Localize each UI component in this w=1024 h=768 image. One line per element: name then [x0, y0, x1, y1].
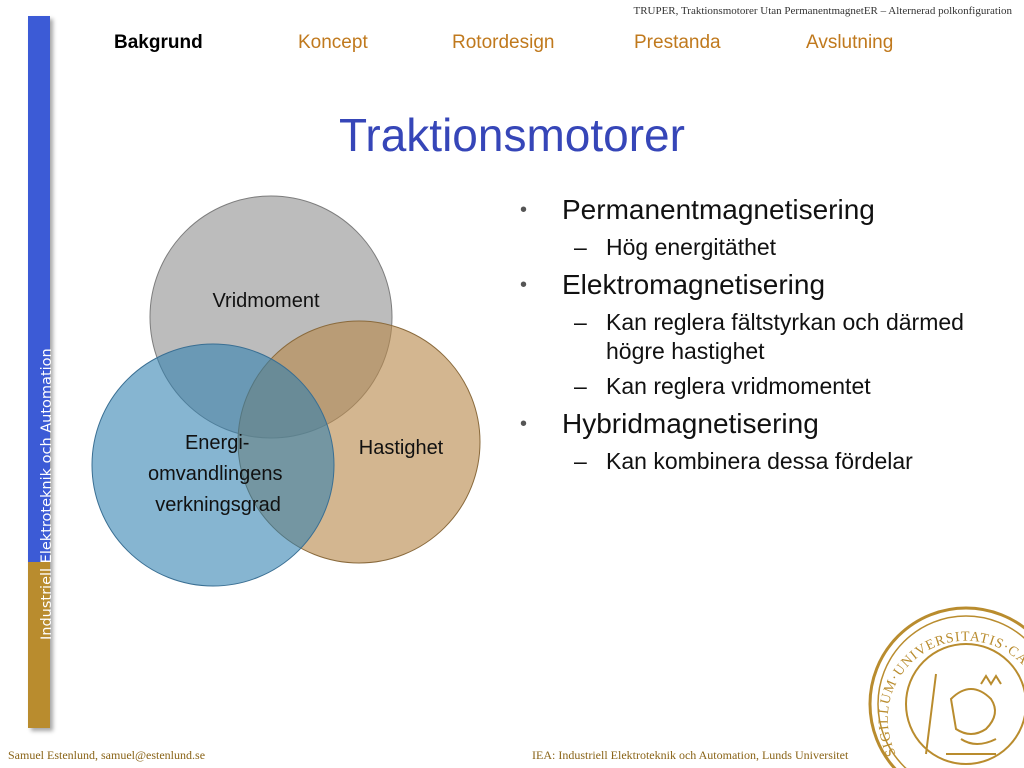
sub-bullet-text: Kan reglera vridmomentet [606, 373, 871, 399]
sub-bullet-item: –Kan kombinera dessa fördelar [518, 447, 998, 476]
tab-rotordesign[interactable]: Rotordesign [452, 32, 555, 53]
venn-label-hastighet: Hastighet [359, 437, 444, 459]
slide-title: Traktionsmotorer [339, 109, 685, 161]
venn-diagram: Vridmoment Hastighet Energi- omvandlinge… [91, 195, 481, 587]
dash-icon: – [574, 309, 587, 335]
tab-avslutning[interactable]: Avslutning [806, 32, 894, 53]
tab-bakgrund[interactable]: Bakgrund [114, 32, 203, 53]
sub-bullet-item: –Hög energitäthet [518, 233, 998, 262]
university-seal-icon: SIGILLUM·UNIVERSITATIS·CAROLINÆ·AD VT RV… [866, 604, 1024, 768]
section-nav: Bakgrund Koncept Rotordesign Prestanda A… [0, 32, 1024, 58]
bullet-text: Hybridmagnetisering [562, 408, 819, 439]
sub-bullet-item: –Kan reglera vridmomentet [518, 372, 998, 401]
side-bar-gold [28, 562, 50, 728]
side-color-bar [28, 16, 50, 728]
venn-label-energi-line1: Energi- [185, 432, 249, 454]
bullet-text: Elektromagnetisering [562, 269, 826, 300]
tab-koncept[interactable]: Koncept [298, 32, 368, 53]
bullet-item: • Elektromagnetisering [518, 268, 998, 302]
side-bar-blue [28, 16, 50, 562]
bullet-list: •Permanentmagnetisering –Hög energitäthe… [518, 193, 998, 482]
bullet-item: • Permanentmagnetisering [518, 193, 998, 227]
side-label-part1: Industriell [39, 563, 55, 640]
sub-bullet-text: Kan reglera fältstyrkan och därmed högre… [606, 309, 964, 364]
bullet-dot-icon: • [520, 199, 528, 221]
venn-label-energi: Energi- omvandlingens verkningsgrad [148, 432, 288, 516]
bullet-item: • Hybridmagnetisering [518, 407, 998, 441]
footer-institution: IEA: Industriell Elektroteknik och Autom… [532, 748, 849, 762]
bullet-dot-icon: • [520, 274, 528, 296]
side-label-part2: Elektroteknik och Automation [39, 348, 55, 564]
header-note: TRUPER, Traktionsmotorer Utan Permanentm… [633, 5, 1012, 17]
venn-circle-energi [91, 343, 335, 587]
venn-label-energi-line2: omvandlingens [148, 463, 283, 485]
venn-label-vridmoment: Vridmoment [212, 290, 320, 312]
sub-bullet-text: Hög energitäthet [606, 234, 777, 260]
side-label: Industriell Elektroteknik och Automation [39, 348, 55, 640]
sub-bullet-text: Kan kombinera dessa fördelar [606, 448, 913, 474]
footer-author: Samuel Estenlund, samuel@estenlund.se [8, 748, 206, 762]
dash-icon: – [574, 448, 587, 474]
bullet-dot-icon: • [520, 413, 528, 435]
dash-icon: – [574, 234, 587, 260]
venn-label-energi-line3: verkningsgrad [155, 494, 281, 516]
tab-prestanda[interactable]: Prestanda [634, 32, 721, 53]
dash-icon: – [574, 373, 587, 399]
sub-bullet-item: –Kan reglera fältstyrkan och därmed högr… [518, 308, 998, 366]
bullet-text: Permanentmagnetisering [562, 194, 875, 225]
